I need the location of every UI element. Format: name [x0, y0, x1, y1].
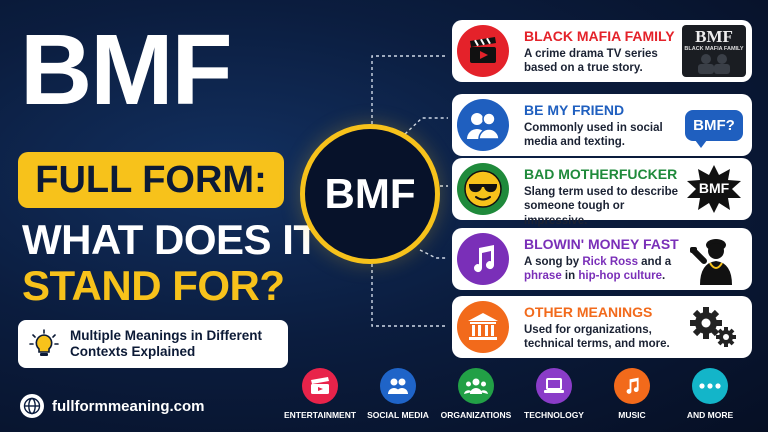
group-icon	[458, 368, 494, 404]
starburst-badge-icon: BMF	[682, 163, 746, 215]
clapperboard-icon	[457, 25, 509, 77]
chat-bubble-icon: BMF?	[682, 99, 746, 151]
bmf-hub: BMF	[300, 124, 440, 264]
friends-icon	[457, 99, 509, 151]
category-organizations[interactable]: ORGANIZATIONS	[436, 368, 516, 420]
rapper-silhouette-icon	[682, 233, 746, 285]
category-entertainment[interactable]: ENTERTAINMENT	[280, 368, 360, 420]
card-desc: Used for organizations, technical terms,…	[524, 324, 670, 351]
sunglasses-emoji-icon	[457, 163, 509, 215]
acronym-title: BMF	[20, 14, 233, 126]
pill-text: FULL FORM:	[35, 158, 267, 201]
card-desc: A crime drama TV series based on a true …	[524, 48, 658, 75]
category-music[interactable]: MUSIC	[592, 368, 672, 420]
laptop-icon	[536, 368, 572, 404]
globe-icon	[20, 394, 44, 418]
people-icon	[380, 368, 416, 404]
full-form-pill: FULL FORM:	[18, 152, 284, 208]
tv-poster-thumbnail: BMF BLACK MAFIA FAMILY	[682, 25, 746, 77]
card-title: BAD MOTHERFUCKER	[524, 166, 678, 182]
music-note-icon	[614, 368, 650, 404]
card-title: OTHER MEANINGS	[524, 304, 653, 320]
category-social-media[interactable]: SOCIAL MEDIA	[358, 368, 438, 420]
card-black-mafia-family[interactable]: BLACK MAFIA FAMILY A crime drama TV seri…	[452, 20, 752, 82]
card-desc: Commonly used in social media and textin…	[524, 122, 663, 149]
card-blowin-money-fast[interactable]: BLOWIN' MONEY FAST A song by Rick Ross a…	[452, 228, 752, 290]
note-text: Multiple Meanings in Different Contexts …	[70, 327, 263, 359]
more-dots-icon	[692, 368, 728, 404]
gears-icon	[682, 301, 746, 353]
category-bar: ENTERTAINMENT SOCIAL MEDIA ORGANIZATIONS…	[284, 368, 760, 428]
card-title: BE MY FRIEND	[524, 102, 625, 118]
card-desc: A song by Rick Ross and a phrase in hip-…	[524, 256, 672, 283]
card-title: BLACK MAFIA FAMILY	[524, 28, 675, 44]
category-technology[interactable]: TECHNOLOGY	[514, 368, 594, 420]
question-line-1: WHAT DOES IT	[22, 216, 319, 263]
question-line-2: STAND FOR?	[22, 262, 285, 309]
institution-icon	[457, 301, 509, 353]
music-note-icon	[457, 233, 509, 285]
site-link[interactable]: fullformmeaning.com	[20, 394, 205, 418]
site-url: fullformmeaning.com	[52, 397, 205, 415]
card-be-my-friend[interactable]: BE MY FRIEND Commonly used in social med…	[452, 94, 752, 156]
hub-label: BMF	[324, 170, 416, 217]
category-and-more[interactable]: AND MORE	[670, 368, 750, 420]
card-title: BLOWIN' MONEY FAST	[524, 236, 679, 252]
card-bad-motherfucker[interactable]: BAD MOTHERFUCKER Slang term used to desc…	[452, 158, 752, 227]
lightbulb-icon	[29, 329, 59, 356]
meanings-note: Multiple Meanings in Different Contexts …	[18, 320, 288, 368]
card-other-meanings[interactable]: OTHER MEANINGS Used for organizations, t…	[452, 296, 752, 358]
clapperboard-icon	[302, 368, 338, 404]
card-desc: Slang term used to describe someone toug…	[524, 186, 679, 227]
